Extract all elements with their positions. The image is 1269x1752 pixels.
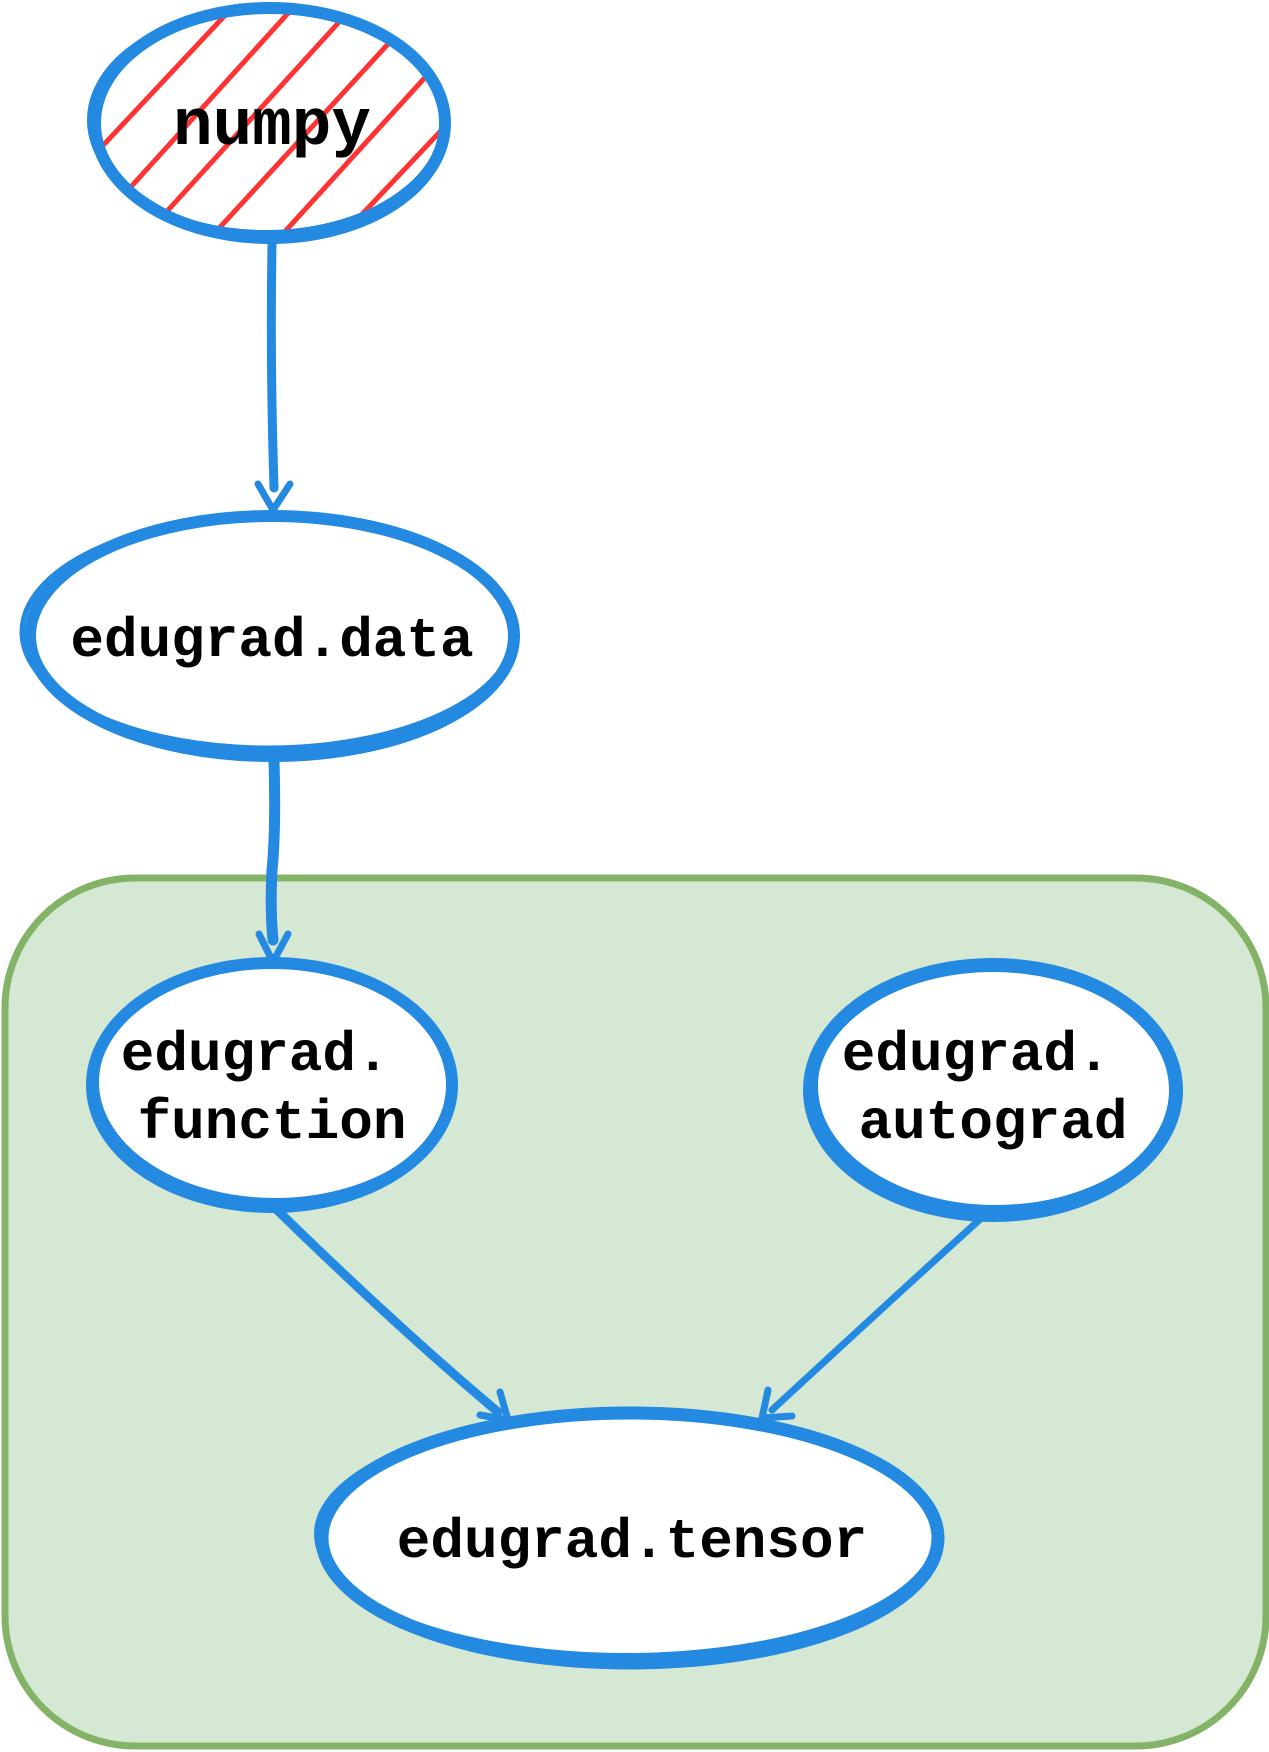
node-edugrad-function: edugrad. function <box>86 957 458 1213</box>
edge-autograd-to-tensor <box>758 1208 992 1422</box>
node-edugrad-function-label: edugrad. function <box>121 1023 423 1155</box>
node-edugrad-autograd-line1: edugrad. <box>842 1023 1111 1087</box>
node-edugrad-data-label: edugrad.data <box>70 609 473 673</box>
edge-numpy-to-data <box>254 240 294 514</box>
node-edugrad-autograd: edugrad. autograd <box>803 958 1183 1222</box>
node-edugrad-function-line2: function <box>138 1091 407 1155</box>
node-edugrad-autograd-label: edugrad. autograd <box>842 1023 1144 1155</box>
node-edugrad-autograd-line2: autograd <box>859 1091 1128 1155</box>
node-edugrad-function-line1: edugrad. <box>121 1023 390 1087</box>
node-numpy-label: numpy <box>173 89 371 164</box>
node-edugrad-data: edugrad.data <box>19 510 520 762</box>
node-edugrad-tensor-label: edugrad.tensor <box>397 1510 867 1574</box>
node-edugrad-tensor: edugrad.tensor <box>314 1406 945 1670</box>
node-numpy: numpy <box>87 2 451 244</box>
